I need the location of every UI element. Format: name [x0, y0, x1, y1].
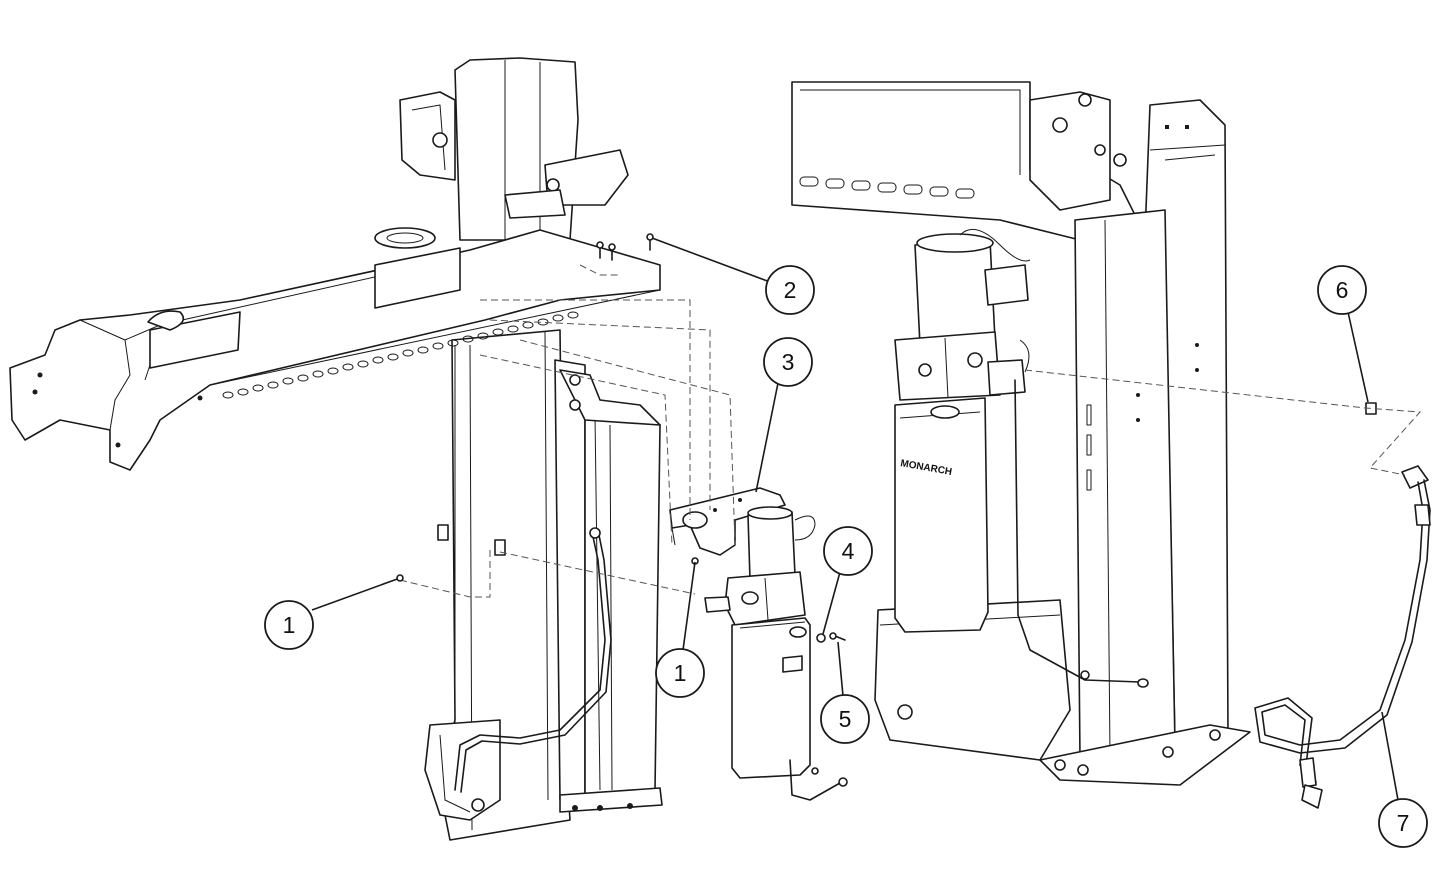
callout-7: 7	[1378, 711, 1428, 848]
left-column-assembly	[399, 57, 663, 841]
callout-4: 4	[822, 526, 873, 635]
callout-label: 5	[839, 706, 852, 732]
callout-1-pump: 1	[655, 561, 705, 698]
callout-2: 2	[651, 237, 815, 315]
washer-part-4	[816, 633, 826, 643]
callout-label: 3	[782, 349, 795, 375]
callout-1-left: 1	[264, 574, 404, 650]
assembly-guide-lines	[399, 264, 1422, 598]
fitting-part-6	[1365, 402, 1377, 415]
slot-row	[799, 176, 975, 199]
callout-label: 4	[842, 538, 855, 564]
callout-3: 3	[755, 337, 813, 493]
right-column-assembly: MONARCH	[791, 81, 1251, 786]
overhead-beam	[9, 227, 661, 471]
screw-part-2	[596, 233, 654, 261]
callout-label: 1	[283, 612, 296, 638]
callout-label: 1	[674, 660, 687, 686]
hydraulic-hose-part-7	[1254, 402, 1431, 809]
callout-label: 7	[1397, 810, 1410, 836]
callout-6: 6	[1317, 265, 1369, 403]
callout-label: 6	[1336, 277, 1349, 303]
callout-5: 5	[820, 641, 870, 744]
callout-label: 2	[784, 277, 797, 303]
hydraulic-pump-unit	[669, 487, 848, 801]
beam-hole-row	[222, 311, 579, 399]
